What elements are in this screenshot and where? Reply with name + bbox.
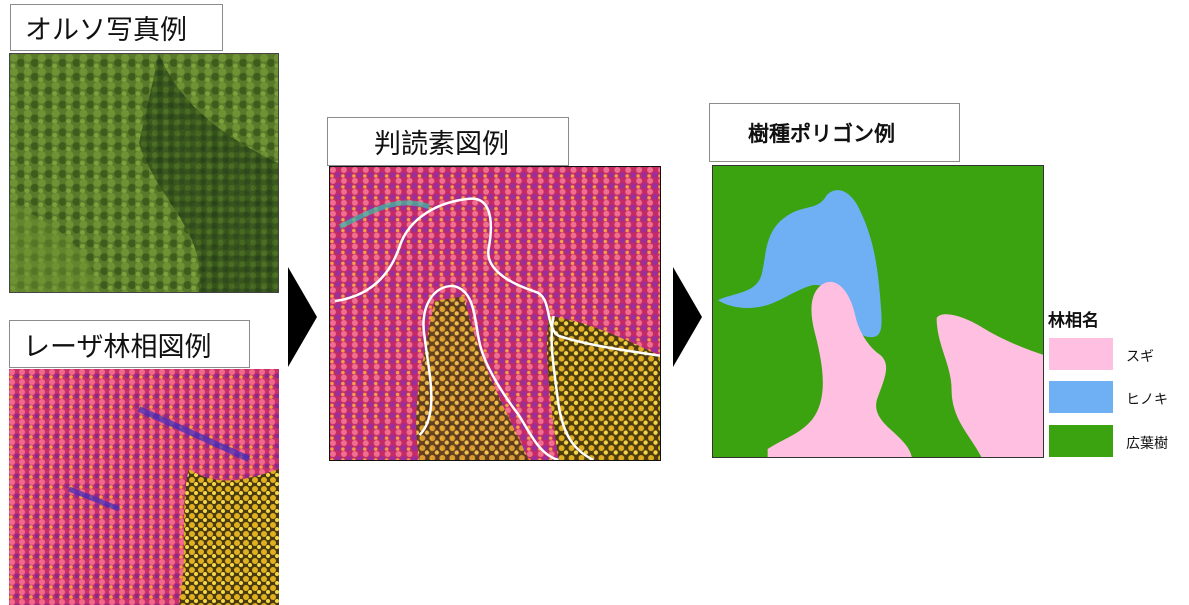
laser-map-label: レーザ林相図例 xyxy=(9,320,250,368)
arrow-right-icon xyxy=(288,267,317,367)
polygon-map-label-text: 樹種ポリゴン例 xyxy=(748,121,895,146)
ortho-photo-label-text: オルソ写真例 xyxy=(25,15,187,46)
arrow-right-icon xyxy=(673,267,702,367)
tree-species-polygon-map xyxy=(712,165,1044,458)
legend-label-broadleaf: 広葉樹 xyxy=(1126,436,1168,452)
legend-swatch-sugi xyxy=(1049,338,1113,370)
legend-swatch-hinoki xyxy=(1049,381,1113,413)
ortho-photo-image xyxy=(9,53,279,293)
ortho-photo-label: オルソ写真例 xyxy=(10,4,223,51)
laser-map-label-text: レーザ林相図例 xyxy=(23,331,212,363)
polygon-map-label: 樹種ポリゴン例 xyxy=(709,103,960,162)
interpretation-map-label: 判読素図例 xyxy=(327,117,569,166)
legend-label-sugi: スギ xyxy=(1126,349,1154,365)
sugi-polygon xyxy=(767,281,912,457)
interpretation-map-label-text: 判読素図例 xyxy=(374,129,509,160)
laser-forest-map-image xyxy=(9,369,279,605)
legend-label-hinoki: ヒノキ xyxy=(1126,392,1168,408)
sugi-polygon xyxy=(936,314,1043,457)
interpretation-map-image xyxy=(329,166,661,461)
legend-title: 林相名 xyxy=(1048,311,1099,331)
legend-swatch-broadleaf xyxy=(1049,425,1113,457)
